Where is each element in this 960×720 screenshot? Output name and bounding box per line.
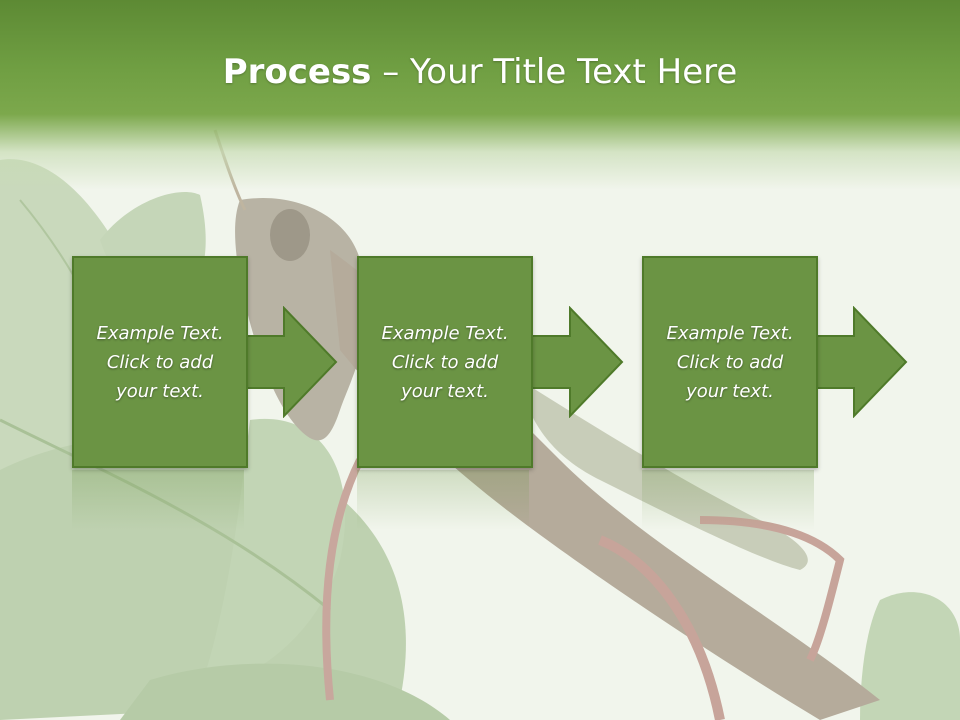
- step-box-1[interactable]: Example Text. Click to add your text.: [72, 256, 248, 468]
- step-box-2[interactable]: Example Text. Click to add your text.: [357, 256, 533, 468]
- right-arrow-icon[interactable]: [240, 306, 340, 418]
- step-text-1: Example Text. Click to add your text.: [96, 322, 224, 402]
- title-rest-text: – Your Title Text Here: [371, 52, 738, 92]
- right-arrow-icon[interactable]: [810, 306, 910, 418]
- slide-title[interactable]: Process – Your Title Text Here: [0, 52, 960, 92]
- step-3-reflection: [642, 470, 814, 530]
- step-box-3[interactable]: Example Text. Click to add your text.: [642, 256, 818, 468]
- title-bold-text: Process: [222, 52, 372, 92]
- step-text-2: Example Text. Click to add your text.: [381, 322, 509, 402]
- step-text-3: Example Text. Click to add your text.: [666, 322, 794, 402]
- title-bar: [0, 0, 960, 190]
- step-2-reflection: [357, 470, 529, 530]
- step-1-reflection: [72, 470, 244, 530]
- right-arrow-icon[interactable]: [526, 306, 626, 418]
